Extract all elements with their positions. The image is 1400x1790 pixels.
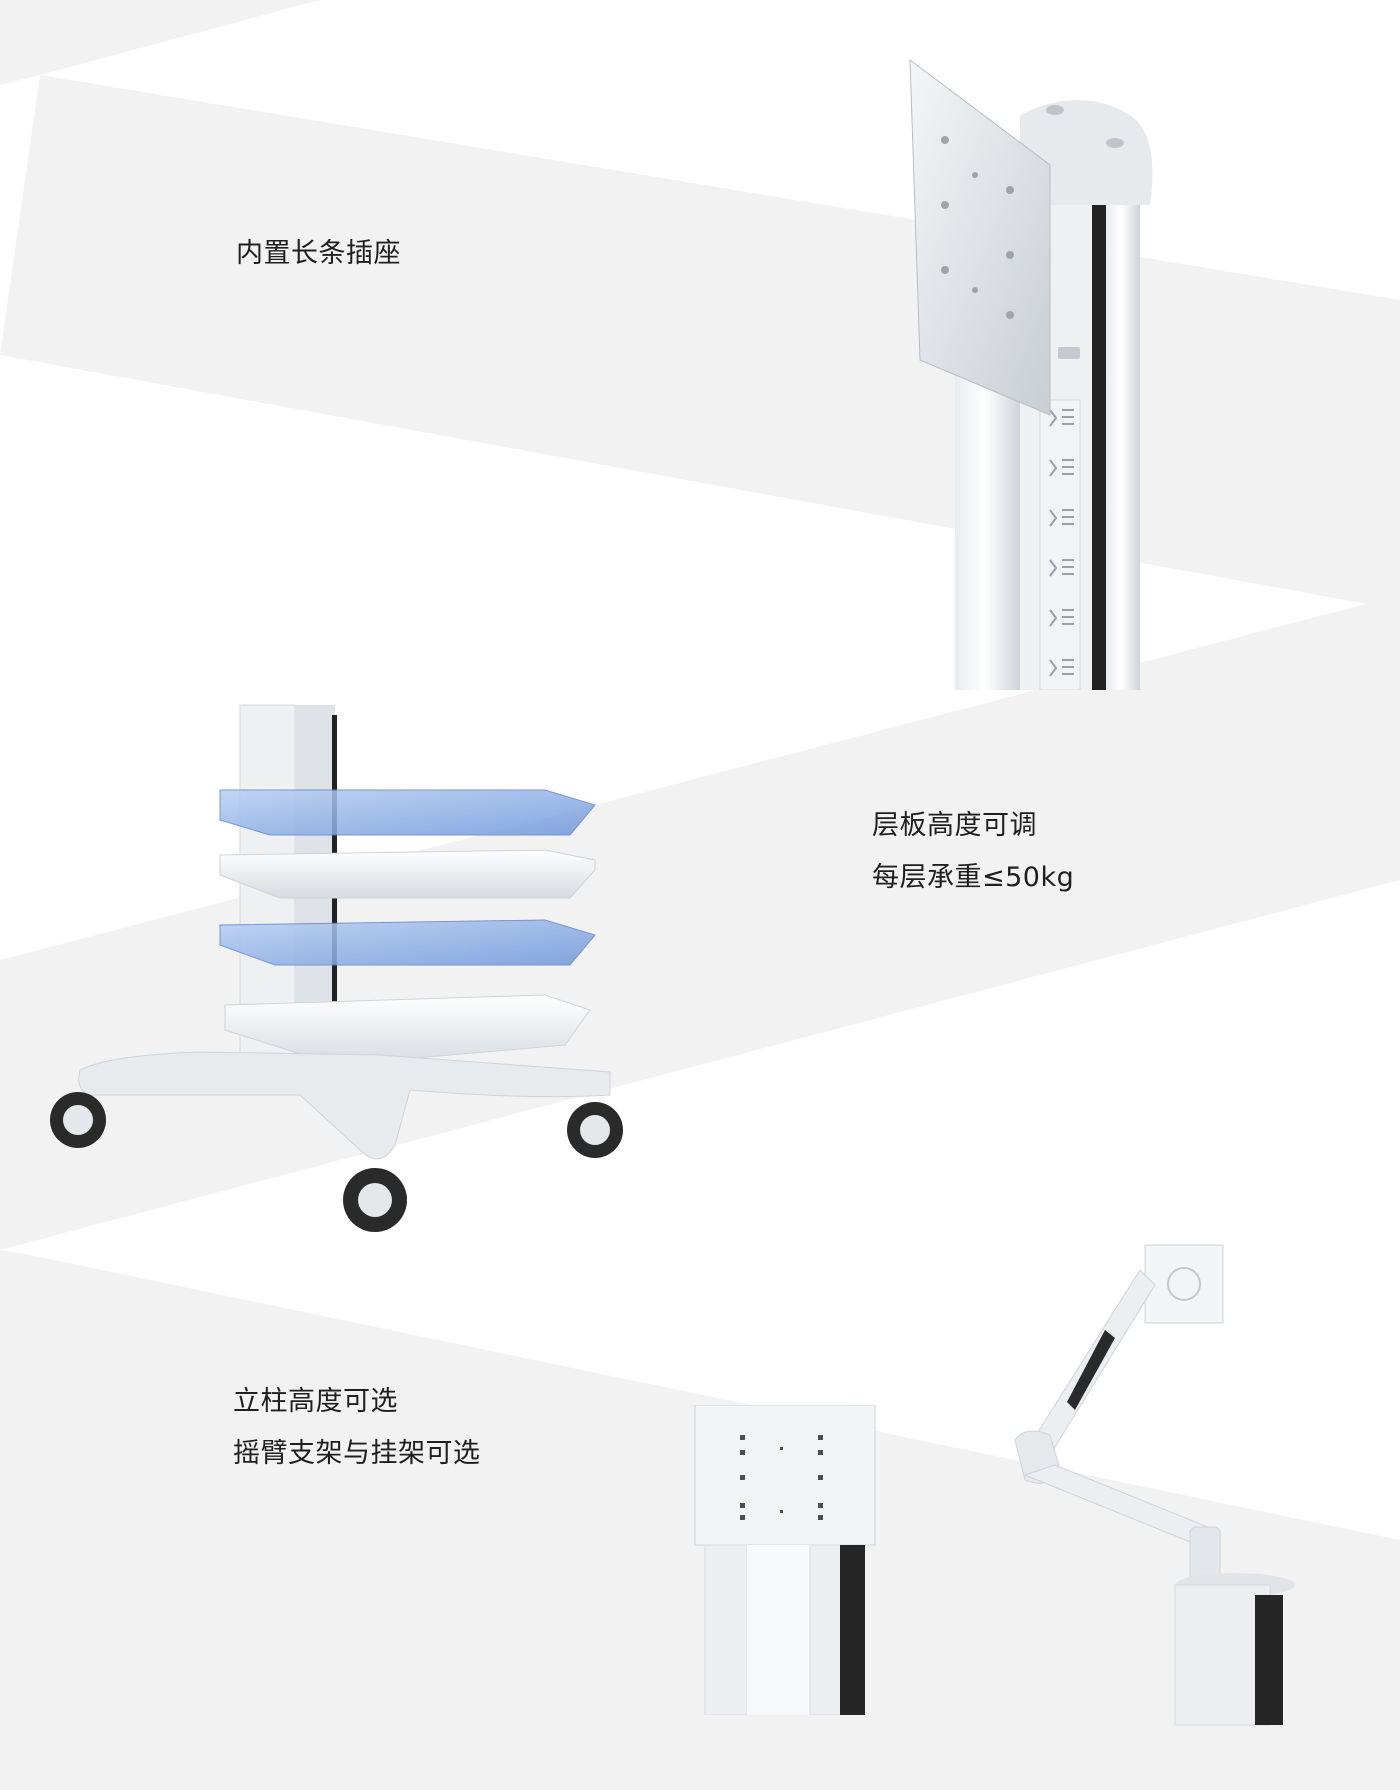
caption-line: 内置长条插座 bbox=[236, 238, 401, 269]
power-strip-column-icon bbox=[909, 58, 1153, 690]
pole-with-plate-icon bbox=[694, 1405, 876, 1715]
caption-line: 层板高度可调 bbox=[872, 810, 1037, 841]
caption-line: 每层承重≤50kg bbox=[872, 862, 1075, 893]
shelves-caption: 层板高度可调 每层承重≤50kg bbox=[872, 800, 1074, 904]
caption-line: 摇臂支架与挂架可选 bbox=[233, 1438, 481, 1469]
shelf-cart-icon bbox=[50, 704, 623, 1232]
monitor-arm-icon bbox=[1014, 1244, 1295, 1726]
caption-line: 立柱高度可选 bbox=[233, 1386, 398, 1417]
column-options-caption: 立柱高度可选 摇臂支架与挂架可选 bbox=[233, 1376, 481, 1480]
power-strip-caption: 内置长条插座 bbox=[236, 228, 401, 280]
